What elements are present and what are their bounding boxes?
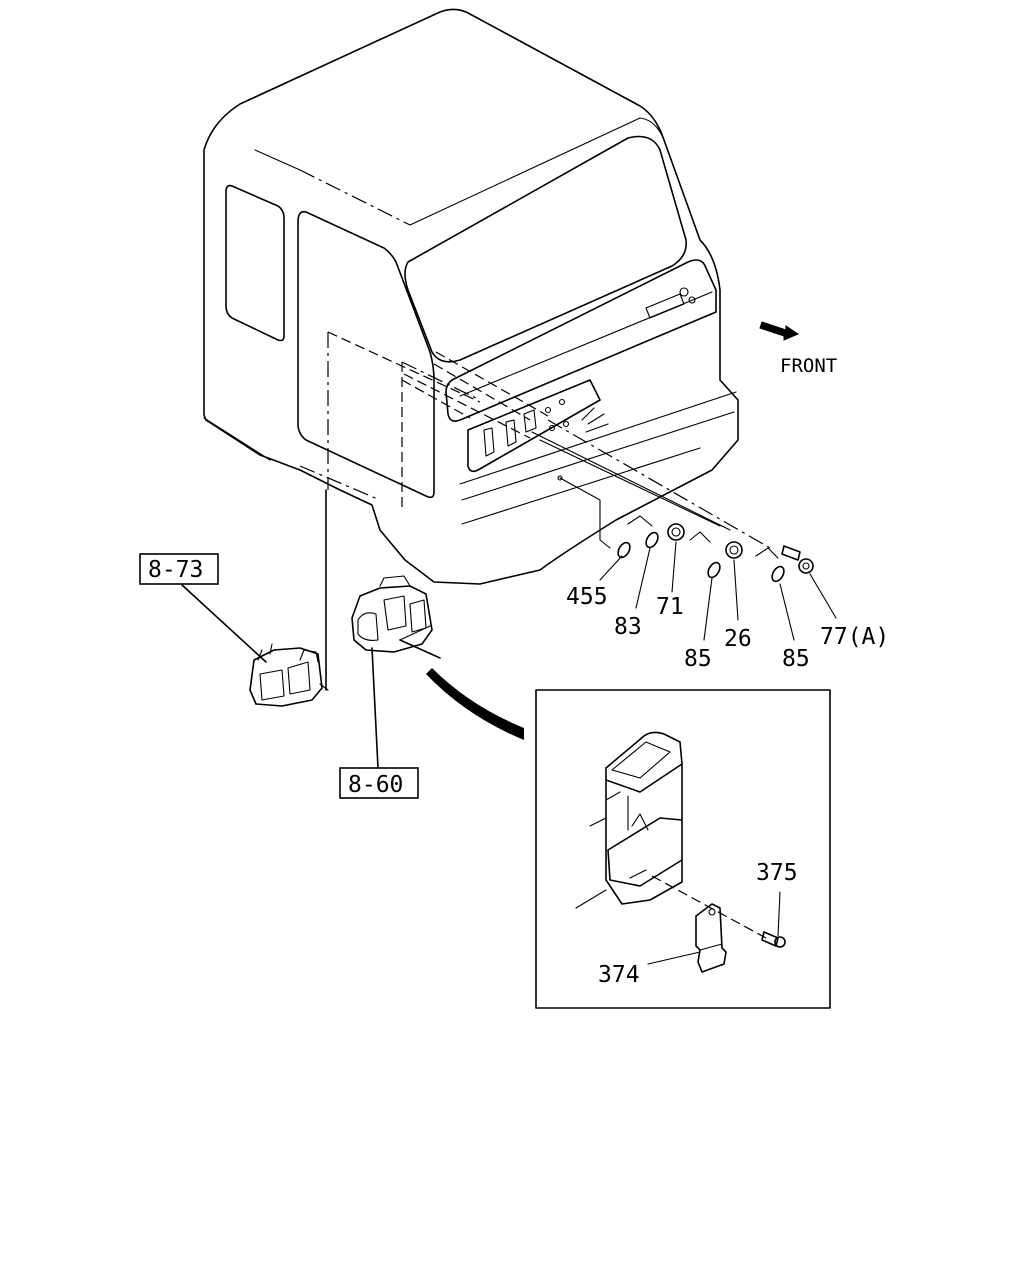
part-26-label: 26	[724, 626, 752, 652]
screw-375-icon	[761, 931, 786, 948]
reference-8-60-label: 8-60	[348, 772, 403, 798]
bracket-374-icon	[695, 903, 727, 973]
front-arrow-icon	[759, 321, 800, 341]
reference-8-73-label: 8-73	[148, 557, 203, 583]
nut-26-icon	[725, 541, 743, 559]
leader-374	[647, 951, 701, 965]
small-parts	[617, 523, 814, 583]
part-375-label: 375	[756, 860, 798, 886]
part-85b-label: 85	[782, 646, 810, 672]
part-374-label: 374	[598, 962, 640, 988]
washer-85-icon	[707, 561, 721, 579]
leader-lines	[403, 351, 779, 559]
reference-8-73: 8-73	[139, 553, 219, 585]
cab-body	[203, 8, 739, 585]
detail-box	[535, 689, 831, 1009]
washer-455-icon	[617, 541, 631, 559]
hidden-panel-outlines	[327, 331, 481, 510]
part-77a-label: 77(A)	[820, 624, 889, 650]
part-85-label: 85	[684, 646, 712, 672]
part-71-label: 71	[656, 594, 684, 620]
front-direction-label: FRONT	[780, 355, 837, 377]
leader-8-60	[371, 647, 379, 769]
leader-8-73	[181, 584, 267, 663]
leader-375	[777, 891, 781, 937]
nut-71-icon	[667, 523, 685, 541]
reference-8-60: 8-60	[339, 767, 419, 799]
detail-arrow-icon	[426, 668, 524, 740]
washer-85b-icon	[771, 565, 785, 583]
connector-8-60	[399, 639, 441, 659]
heater-unit-8-73	[249, 643, 329, 707]
bolt-77a-icon	[781, 545, 814, 574]
part-83-label: 83	[614, 614, 642, 640]
label-leaders	[599, 541, 837, 641]
washer-83-icon	[645, 531, 659, 549]
control-unit-8-60	[351, 575, 433, 653]
part-455-label: 455	[566, 584, 608, 610]
